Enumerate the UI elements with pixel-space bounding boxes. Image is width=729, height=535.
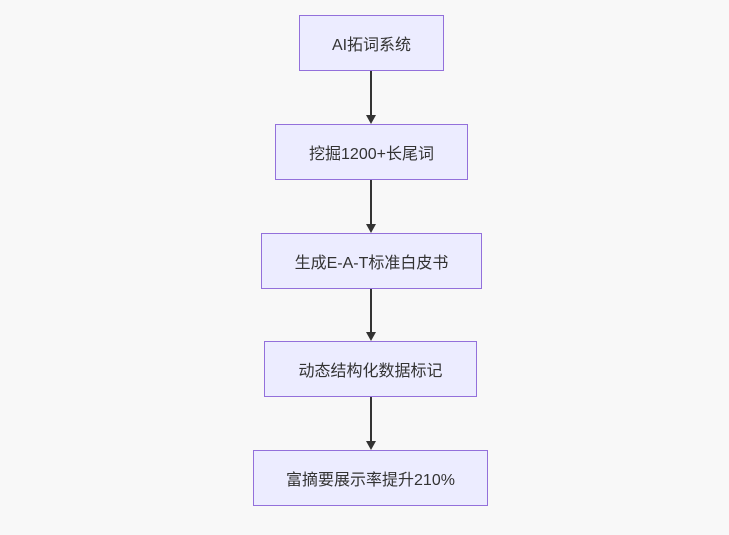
flow-node-label: AI拓词系统 <box>331 37 412 54</box>
arrow-line <box>370 71 372 117</box>
flow-node-ai-word-expansion-system: AI拓词系统 <box>299 15 444 71</box>
arrow-down-icon <box>366 115 376 124</box>
flow-node-label: 生成E-A-T标准白皮书 <box>294 255 449 272</box>
arrow-down-icon <box>366 224 376 233</box>
flow-arrow <box>365 289 377 341</box>
flow-arrow <box>365 397 377 450</box>
arrow-line <box>370 289 372 334</box>
flow-arrow <box>365 180 377 233</box>
flow-node-label: 挖掘1200+长尾词 <box>309 146 434 163</box>
flow-node-longtail-keyword-mining: 挖掘1200+长尾词 <box>275 124 468 180</box>
flow-node-rich-snippet-rate-increase: 富摘要展示率提升210% <box>253 450 488 506</box>
arrow-line <box>370 397 372 443</box>
flow-node-dynamic-structured-data-markup: 动态结构化数据标记 <box>264 341 477 397</box>
arrow-down-icon <box>366 441 376 450</box>
arrow-down-icon <box>366 332 376 341</box>
arrow-line <box>370 180 372 226</box>
flow-arrow <box>365 71 377 124</box>
flow-node-label: 动态结构化数据标记 <box>298 363 443 380</box>
flow-node-eat-standard-whitepaper: 生成E-A-T标准白皮书 <box>261 233 482 289</box>
flow-node-label: 富摘要展示率提升210% <box>286 472 455 489</box>
